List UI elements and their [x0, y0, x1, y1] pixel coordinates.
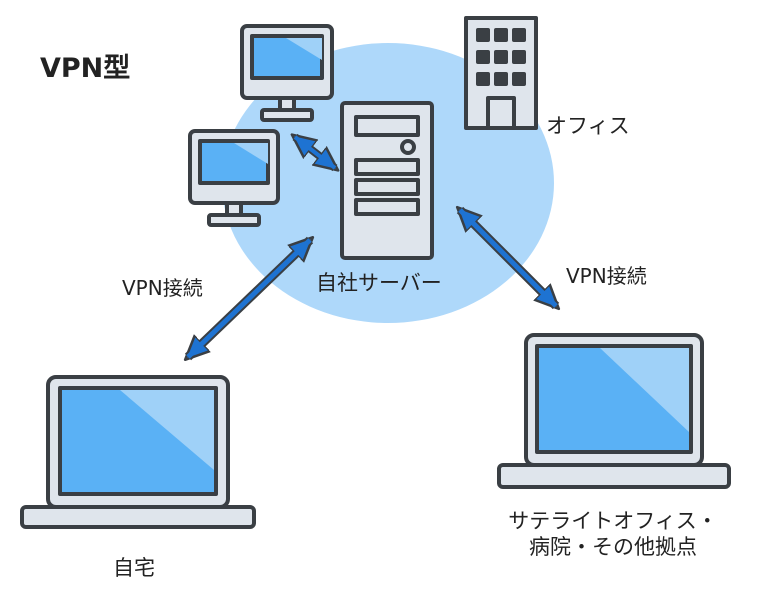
- server-icon: [340, 101, 434, 260]
- diagram-title: VPN型: [40, 53, 131, 84]
- vpn-connection-label-right: VPN接続: [566, 264, 647, 288]
- desktop-monitor-icon: [240, 24, 334, 122]
- remote-site-label-line1: サテライトオフィス・: [508, 509, 718, 533]
- laptop-icon-remote: [497, 333, 731, 489]
- desktop-monitor-icon: [188, 129, 280, 227]
- remote-site-label: サテライトオフィス・ 病院・その他拠点: [488, 508, 738, 561]
- vpn-arrow-right: [460, 210, 556, 306]
- monitor-server-arrow: [295, 137, 335, 168]
- vpn-arrow-left: [188, 240, 310, 357]
- remote-site-label-line2: 病院・その他拠点: [529, 535, 697, 560]
- office-building-icon: [464, 16, 538, 130]
- vpn-connection-label-left: VPN接続: [122, 276, 203, 300]
- server-label: 自社サーバー: [316, 271, 442, 295]
- office-label: オフィス: [546, 114, 630, 138]
- laptop-icon-home: [20, 375, 256, 529]
- home-label: 自宅: [113, 556, 155, 580]
